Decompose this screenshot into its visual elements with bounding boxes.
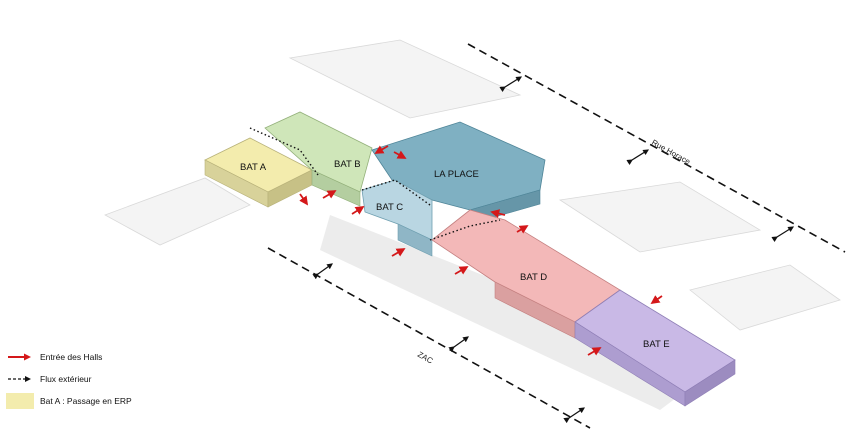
flow-arrow: [771, 226, 795, 243]
red-arrow-icon: [8, 353, 31, 361]
entry-arrow: [351, 206, 365, 215]
entry-arrow: [322, 190, 337, 199]
building-bat-e[interactable]: [574, 289, 736, 407]
entry-arrow: [391, 248, 406, 257]
building-bat-c[interactable]: [361, 179, 433, 257]
hall-entry-arrows: [299, 145, 663, 356]
label-bat-d: BAT D: [520, 272, 547, 283]
entry-arrow: [490, 209, 506, 219]
flow-arrow: [626, 149, 650, 166]
flow-arrow: [312, 263, 333, 280]
label-la-place: LA PLACE: [434, 169, 479, 180]
legend-label-flow: Flux extérieur: [40, 374, 92, 384]
context-ground: [320, 215, 700, 410]
legend-item-erp: Bat A : Passage en ERP: [6, 390, 132, 412]
legend: Entrée des Halls Flux extérieur Bat A : …: [6, 346, 132, 412]
label-bat-c: BAT C: [376, 202, 403, 213]
building-bat-b[interactable]: [264, 111, 373, 207]
label-bat-a: BAT A: [240, 162, 267, 173]
legend-item-flow: Flux extérieur: [6, 368, 132, 390]
legend-label-erp: Bat A : Passage en ERP: [40, 396, 132, 406]
building-bat-a[interactable]: [204, 137, 313, 208]
flow-arrow: [563, 407, 585, 424]
label-rue-horace: Rue Horace: [650, 138, 692, 167]
yellow-swatch: [6, 393, 34, 409]
entry-arrow: [374, 145, 389, 154]
entry-arrow: [587, 347, 602, 356]
entry-arrow: [650, 295, 663, 305]
flow-arrow: [448, 336, 469, 353]
label-zac: ZAC: [416, 350, 435, 366]
flow-arrow: [499, 76, 523, 93]
context-buildings: [104, 39, 841, 410]
legend-label-entry: Entrée des Halls: [40, 352, 103, 362]
context-block-north: [288, 39, 522, 119]
label-bat-b: BAT B: [334, 159, 361, 170]
legend-item-entry: Entrée des Halls: [6, 346, 132, 368]
context-block-east: [689, 264, 841, 331]
dashed-arrow-icon: [8, 376, 31, 382]
entry-arrow: [516, 225, 529, 234]
building-bat-d[interactable]: [431, 209, 621, 339]
label-bat-e: BAT E: [643, 339, 670, 350]
street-zac-line: [267, 247, 591, 429]
entry-arrow: [299, 193, 309, 206]
entry-arrow: [454, 266, 469, 275]
exterior-flow-arrows: [312, 76, 795, 424]
context-block-west: [104, 177, 251, 246]
context-block-northeast: [558, 181, 762, 253]
entry-arrow: [393, 150, 407, 159]
street-rue-horace-line: [467, 43, 846, 253]
